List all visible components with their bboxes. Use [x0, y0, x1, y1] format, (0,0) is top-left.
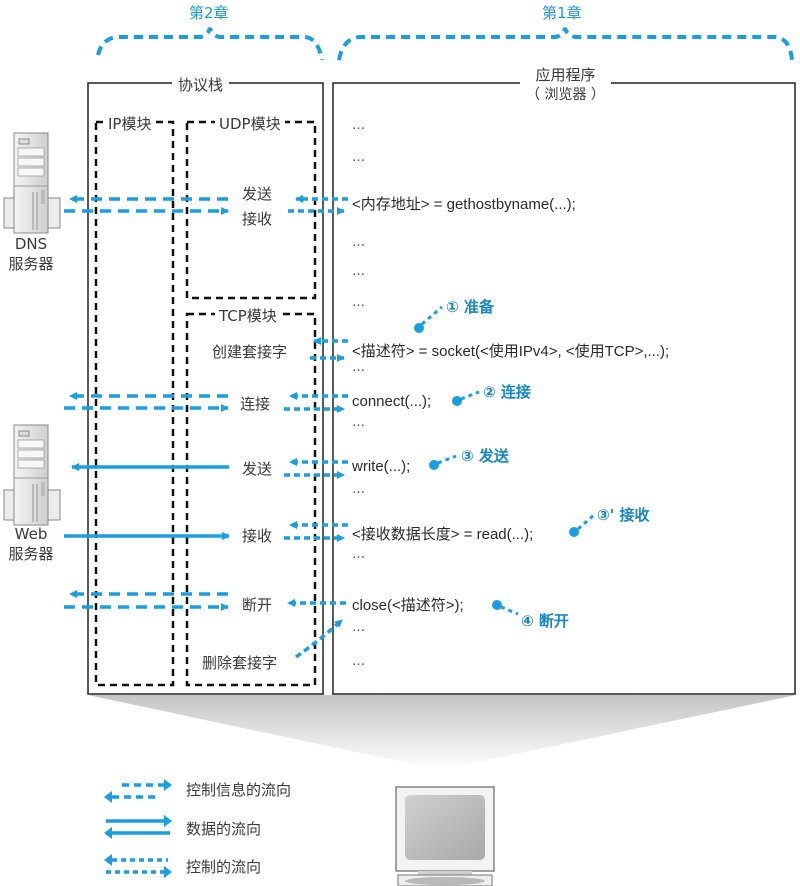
- code-ellipsis: …: [352, 264, 366, 279]
- step3b-label: ③' 接收: [597, 506, 650, 524]
- web-server-label: Web 服务器: [0, 524, 62, 564]
- legend-control-flow-label: 控制的流向: [186, 858, 262, 876]
- ip-module-title: IP模块: [104, 113, 156, 134]
- web-server-label-line2: 服务器: [8, 545, 54, 563]
- legend-control-info-label: 控制信息的流向: [186, 781, 292, 799]
- tcp-receive-label: 接收: [242, 527, 273, 545]
- legend-data-flow-icon: [104, 815, 172, 839]
- tcp-disconnect-label: 断开: [242, 596, 273, 614]
- code-connect: connect(...);: [352, 393, 432, 410]
- step3b-dot: [569, 527, 579, 537]
- tcp-create-socket-label: 创建套接字: [212, 343, 288, 361]
- code-ellipsis: …: [352, 360, 366, 375]
- chapter2-label: 第2章: [189, 4, 229, 22]
- udp-module-title: UDP模块: [215, 113, 285, 134]
- dns-server-icon: [3, 132, 61, 234]
- code-close: close(<描述符>);: [352, 597, 464, 614]
- step4-dot: [492, 600, 502, 610]
- code-socket: <描述符> = socket(<使用IPv4>, <使用TCP>,...);: [352, 343, 670, 360]
- chapter2-brace: [96, 27, 324, 61]
- tcp-connect-label: 连接: [240, 395, 271, 413]
- code-ellipsis: …: [352, 482, 366, 497]
- legend-control-flow-icon: [104, 854, 172, 878]
- protocol-stack-title: 协议栈: [172, 74, 230, 95]
- chapter1-label: 第1章: [542, 4, 582, 22]
- protocol-stack-box: [87, 82, 324, 695]
- web-server-label-line1: Web: [14, 525, 48, 543]
- step3-leader: [437, 454, 457, 465]
- step1-dot: [414, 323, 424, 333]
- application-title-line1: 应用程序: [535, 66, 596, 84]
- code-read: <接收数据长度> = read(...);: [352, 526, 534, 543]
- step3b-leader: [577, 513, 595, 531]
- dns-server-label-line1: DNS: [14, 235, 48, 253]
- code-write: write(...);: [352, 458, 411, 475]
- step2-leader: [460, 390, 480, 401]
- step1-label: ① 准备: [446, 298, 494, 316]
- code-ellipsis: …: [352, 654, 366, 669]
- code-ellipsis: …: [352, 547, 366, 562]
- monitor-icon: [395, 786, 495, 886]
- code-ellipsis: …: [352, 118, 366, 133]
- chapter1-brace: [337, 27, 794, 61]
- code-ellipsis: …: [352, 620, 366, 635]
- udp-receive-label: 接收: [242, 210, 273, 228]
- tcp-send-label: 发送: [242, 460, 273, 478]
- delete-socket-return-arrow: [294, 618, 344, 659]
- code-gethostbyname: <内存地址> = gethostbyname(...);: [352, 196, 576, 213]
- tcp-module-title: TCP模块: [215, 305, 281, 326]
- legend-control-info-icon: [104, 779, 172, 803]
- step2-label: ② 连接: [483, 383, 531, 401]
- code-ellipsis: …: [352, 150, 366, 165]
- ip-module-box: [94, 120, 175, 687]
- code-ellipsis: …: [352, 295, 366, 310]
- dns-server-label-line2: 服务器: [8, 255, 54, 273]
- application-title: 应用程序 （ 浏览器 ）: [520, 65, 611, 105]
- application-title-line2: （ 浏览器 ）: [526, 87, 605, 103]
- code-ellipsis: …: [352, 415, 366, 430]
- code-ellipsis: …: [352, 235, 366, 250]
- step3-label: ③ 发送: [461, 447, 509, 465]
- application-box: [332, 82, 796, 695]
- legend-data-flow-label: 数据的流向: [186, 820, 262, 838]
- tcp-delete-socket-label: 删除套接字: [202, 654, 278, 672]
- step4-label: ④ 断开: [521, 612, 569, 630]
- step4-leader: [500, 605, 519, 616]
- udp-send-label: 发送: [242, 185, 273, 203]
- step3-dot: [429, 460, 439, 470]
- step2-dot: [452, 396, 462, 406]
- dns-server-label: DNS 服务器: [0, 234, 62, 274]
- funnel-shadow: [88, 695, 796, 770]
- tcp-module-box: [185, 312, 317, 687]
- web-server-icon: [3, 424, 61, 526]
